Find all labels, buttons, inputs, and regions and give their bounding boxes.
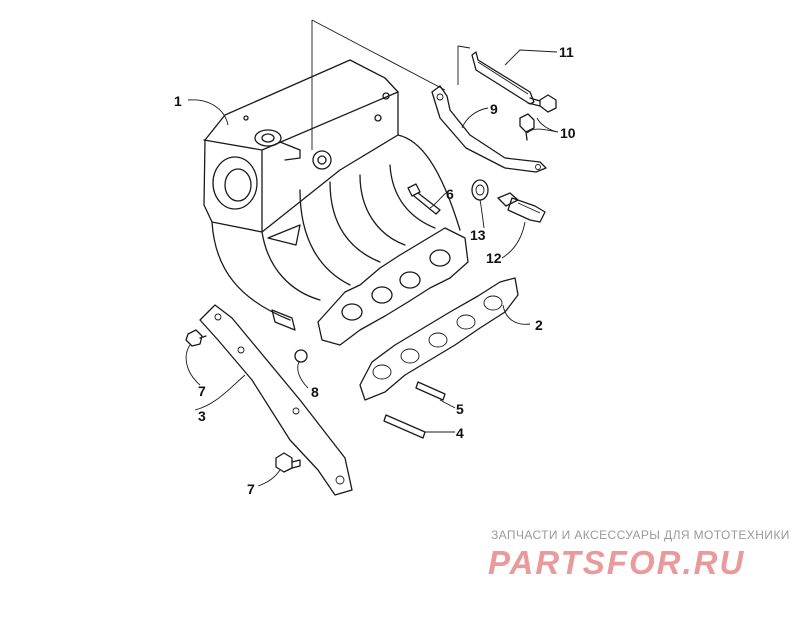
- callout-8: 8: [311, 384, 319, 400]
- callout-3: 3: [198, 408, 206, 424]
- part-8-spacer: [271, 309, 308, 363]
- manifold-flange: [317, 227, 469, 346]
- callout-11: 11: [559, 44, 574, 60]
- part-3-bracket: [199, 304, 353, 496]
- reference-line: [311, 19, 446, 150]
- callout-5: 5: [456, 401, 464, 417]
- part-7-bolt-lower: [275, 452, 301, 473]
- callout-9: 9: [490, 101, 498, 117]
- intake-runners: [211, 134, 461, 321]
- part-9-sensor-bracket: [431, 85, 547, 173]
- callout-10: 10: [560, 125, 576, 141]
- part-11-strap: [457, 45, 535, 105]
- part-6-bolt: [407, 183, 441, 215]
- callout-12: 12: [486, 250, 502, 266]
- part-12-sensor: [497, 192, 546, 223]
- callout-13: 13: [470, 227, 486, 243]
- callout-4: 4: [456, 425, 464, 441]
- part-7-bolt-upper: [185, 329, 207, 347]
- callout-6: 6: [446, 186, 454, 202]
- part-5-stud: [415, 381, 446, 401]
- callout-7-upper: 7: [198, 383, 206, 399]
- part-4-stud: [383, 414, 426, 439]
- callout-1: 1: [174, 93, 182, 109]
- leader-lines: [185, 49, 559, 487]
- part-10-bolt-b: [519, 113, 535, 141]
- callout-2: 2: [535, 317, 543, 333]
- part-2-gasket: [359, 277, 519, 401]
- part-13-washer: [471, 179, 489, 201]
- watermark-caption: ЗАПЧАСТИ И АКСЕССУАРЫ ДЛЯ МОТОТЕХНИКИ: [491, 528, 790, 542]
- callout-7-lower: 7: [247, 481, 255, 497]
- watermark-logo: PARTSFOR.RU: [488, 544, 746, 581]
